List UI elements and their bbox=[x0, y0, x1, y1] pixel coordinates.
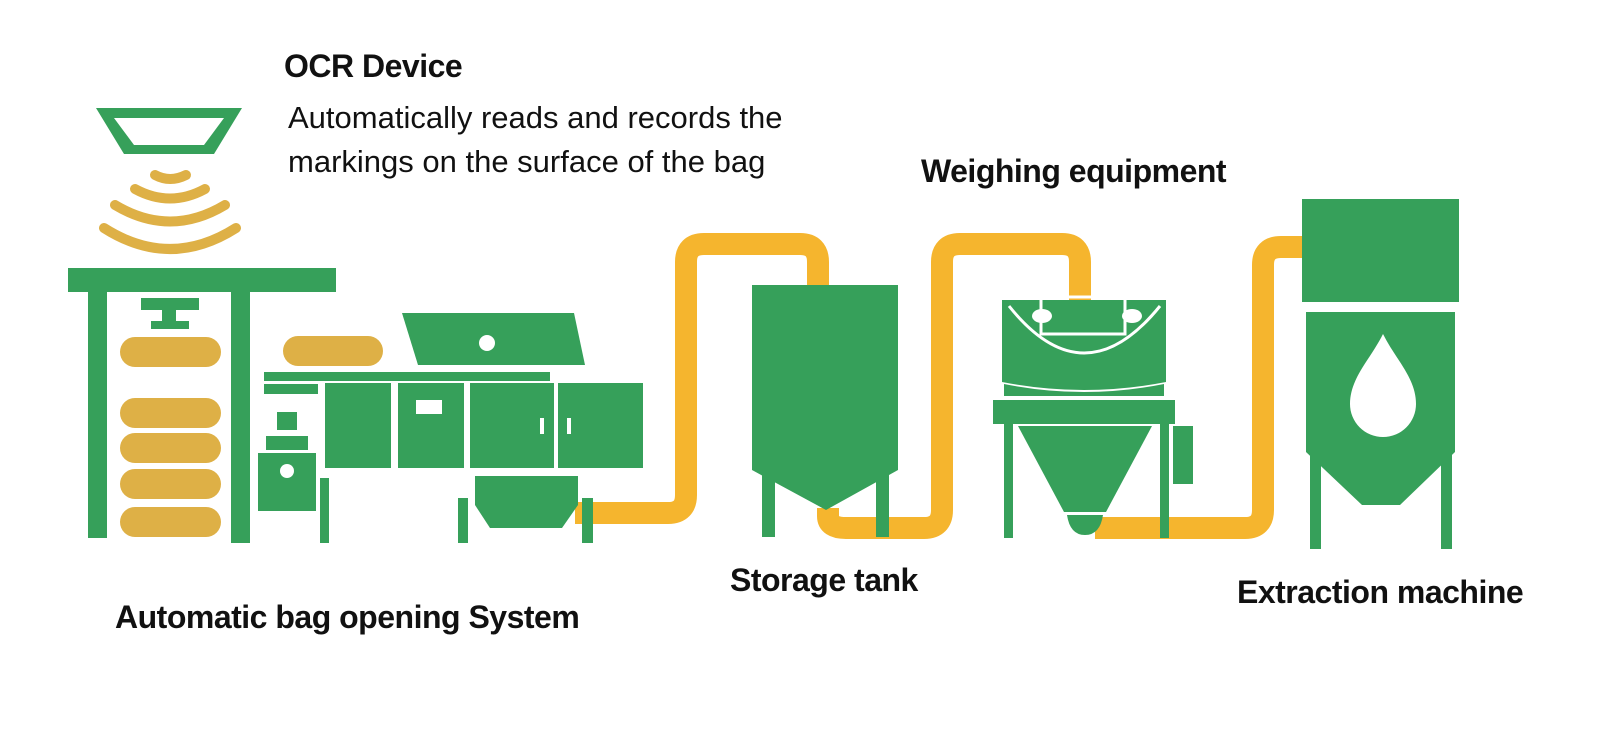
drop-icon bbox=[1350, 334, 1416, 437]
ocr-device bbox=[96, 108, 242, 254]
bag-icon bbox=[120, 433, 221, 463]
bag-icon bbox=[283, 336, 383, 366]
scan-wave-icon bbox=[99, 170, 241, 254]
bag-icon bbox=[120, 398, 221, 428]
weighing-equipment-label: Weighing equipment bbox=[921, 153, 1227, 189]
pipes bbox=[575, 233, 1306, 539]
bag-opening-system bbox=[68, 268, 643, 543]
extraction-machine-label: Extraction machine bbox=[1237, 574, 1524, 610]
bags bbox=[120, 336, 383, 537]
pipe-tank-to-weigher bbox=[817, 233, 1091, 539]
ocr-device-description: Automatically reads and records the mark… bbox=[288, 100, 783, 179]
pipe-weigher-to-extractor bbox=[1095, 236, 1306, 539]
bag-icon bbox=[120, 469, 221, 499]
bag-icon bbox=[120, 507, 221, 537]
bag-opener-details bbox=[280, 335, 571, 478]
bag-opening-system-label: Automatic bag opening System bbox=[115, 599, 580, 635]
bag-icon bbox=[120, 337, 221, 367]
weighing-equipment bbox=[993, 295, 1193, 538]
storage-tank bbox=[752, 285, 898, 537]
storage-tank-label: Storage tank bbox=[730, 562, 918, 598]
pipe-opener-to-tank bbox=[575, 233, 829, 524]
ocr-device-title: OCR Device bbox=[284, 48, 463, 84]
ocr-scanner-icon bbox=[96, 108, 242, 154]
